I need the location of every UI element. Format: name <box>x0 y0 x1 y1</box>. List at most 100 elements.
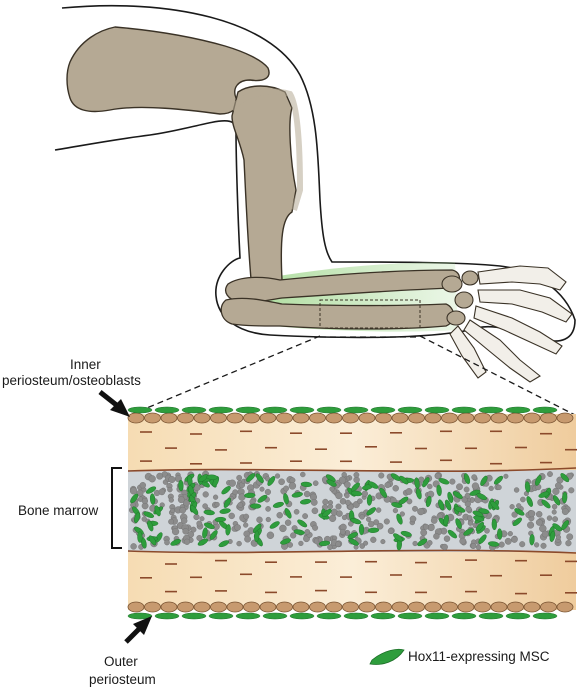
marrow-cell <box>511 536 517 542</box>
marrow-cell <box>556 535 561 540</box>
marrow-cell <box>456 484 462 490</box>
marrow-cell <box>484 528 489 533</box>
marrow-cell <box>239 494 246 501</box>
zoom-line-left <box>130 336 320 415</box>
msc-cell <box>263 407 287 413</box>
osteoblast <box>310 602 326 612</box>
msc-cell <box>290 613 314 619</box>
marrow-cell <box>547 471 552 476</box>
osteoblast <box>277 413 293 423</box>
marrow-cell <box>410 516 416 522</box>
marrow-cell <box>504 474 509 479</box>
marrow-cell <box>267 532 274 539</box>
marrow-cell <box>302 513 307 518</box>
osteoblast <box>227 602 243 612</box>
label-inner-line2: periosteum/osteoblasts <box>2 373 141 388</box>
marrow-cell <box>342 472 347 477</box>
marrow-cell <box>229 480 236 487</box>
osteoblast <box>524 602 540 612</box>
marrow-cell <box>140 482 146 488</box>
marrow-cell <box>200 516 205 521</box>
marrow-cell <box>384 519 390 525</box>
marrow-cell <box>534 543 539 548</box>
marrow-cell <box>275 474 280 479</box>
marrow-cell <box>336 510 342 516</box>
marrow-cell <box>435 473 441 479</box>
osteoblast <box>491 602 507 612</box>
marrow-cell <box>547 516 552 521</box>
marrow-cell <box>149 475 156 482</box>
marrow-cell <box>330 487 335 492</box>
arrow-icon <box>100 392 130 417</box>
marrow-cell <box>468 521 473 526</box>
marrow-cell <box>181 518 187 524</box>
msc-cell <box>533 407 557 413</box>
marrow-cell <box>329 515 336 522</box>
marrow-cell <box>379 473 385 479</box>
marrow-cell <box>467 515 472 520</box>
osteoblast <box>244 413 260 423</box>
marrow-cell <box>444 536 450 542</box>
msc-cell <box>290 407 314 413</box>
forearm-bone-vertical <box>232 86 296 293</box>
marrow-cell <box>164 540 169 545</box>
marrow-cell <box>313 481 318 486</box>
osteoblast <box>442 602 458 612</box>
marrow-cell <box>235 524 241 530</box>
osteoblast <box>178 413 194 423</box>
osteoblast <box>326 413 342 423</box>
legend: Hox11-expressing MSC <box>370 649 550 664</box>
msc-cell <box>492 519 497 530</box>
marrow-cell <box>460 538 466 544</box>
msc-cell <box>371 613 395 619</box>
marrow-cell <box>327 545 332 550</box>
marrow-cell <box>528 510 535 517</box>
marrow-cell <box>238 502 243 507</box>
marrow-cell <box>362 491 368 497</box>
msc-cell <box>398 407 422 413</box>
marrow-cell <box>237 541 242 546</box>
marrow-cell <box>197 521 202 526</box>
marrow-cell <box>335 542 340 547</box>
marrow-cell <box>555 483 561 489</box>
marrow-cell <box>472 483 479 490</box>
msc-cell <box>497 529 502 540</box>
marrow-cell <box>339 477 346 484</box>
marrow-cell <box>344 482 350 488</box>
msc-cell <box>209 407 233 413</box>
osteoblast <box>458 602 474 612</box>
marrow-cell <box>413 541 418 546</box>
osteoblast <box>458 413 474 423</box>
marrow-cell <box>131 543 137 549</box>
osteoblast <box>376 602 392 612</box>
marrow-cell <box>516 503 521 508</box>
marrow-bracket <box>112 468 122 548</box>
marrow-cell <box>406 488 412 494</box>
marrow-cell <box>508 531 513 536</box>
osteoblast <box>425 602 441 612</box>
msc-cell <box>371 407 395 413</box>
marrow-cell <box>340 498 346 504</box>
marrow-cell <box>536 519 542 525</box>
marrow-cell <box>423 524 429 530</box>
marrow-cell <box>184 539 190 545</box>
marrow-cell <box>354 472 359 477</box>
marrow-cell <box>552 516 557 521</box>
marrow-cell <box>178 497 184 503</box>
osteoblast <box>557 602 573 612</box>
marrow-cell <box>514 488 519 493</box>
osteoblast <box>425 413 441 423</box>
msc-cell <box>244 493 255 498</box>
osteoblast <box>326 602 342 612</box>
msc-cell <box>452 613 476 619</box>
osteoblast <box>508 602 524 612</box>
marrow-cell <box>305 529 310 534</box>
marrow-cell <box>283 486 288 491</box>
osteoblast <box>475 602 491 612</box>
marrow-cell <box>169 476 176 483</box>
osteoblast <box>260 413 276 423</box>
marrow-cell <box>294 509 299 514</box>
label-inner-line1: Inner <box>70 357 101 372</box>
marrow-cell <box>510 504 515 509</box>
osteoblast <box>508 413 524 423</box>
